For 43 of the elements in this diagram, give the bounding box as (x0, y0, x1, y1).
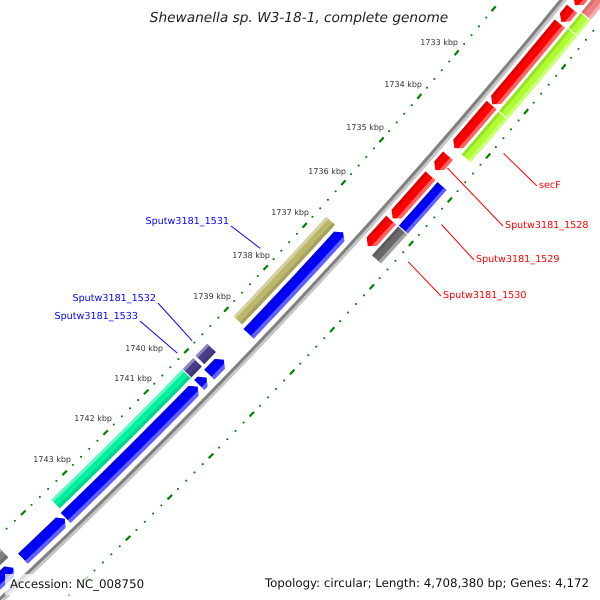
gene-feature (574, 0, 588, 6)
scale-label: 1735 kbp (346, 123, 384, 133)
gene-block (568, 13, 590, 36)
gene-feature (204, 358, 225, 380)
gene-label: Sputw3181_1529 (476, 254, 560, 266)
leader-line (446, 167, 504, 226)
leader-line (441, 224, 474, 260)
gene-block (372, 226, 408, 264)
scale-label: 1740 kbp (125, 344, 163, 354)
gene-block (462, 112, 508, 162)
gene-feature (18, 518, 66, 564)
leader-line (503, 152, 538, 186)
gene-feature (560, 4, 577, 22)
leader-line (230, 226, 261, 249)
scale-label: 1733 kbp (420, 38, 458, 48)
scale-label: 1742 kbp (74, 414, 112, 424)
leader-line (158, 302, 193, 342)
scale-label: 1743 kbp (33, 455, 71, 465)
gene-label: Sputw3181_1528 (505, 220, 588, 232)
gene-feature (434, 151, 453, 170)
gene-block (234, 216, 335, 325)
gene-label: Sputw3181_1530 (443, 290, 526, 302)
gene-block (499, 28, 578, 119)
gene-label: Sputw3181_1531 (146, 216, 229, 228)
gene-label: Sputw3181_1532 (72, 293, 156, 305)
gene-label: secF (539, 180, 561, 192)
map-title: Shewanella sp. W3-18-1, complete genome (150, 10, 448, 26)
gene-block (196, 344, 216, 364)
leader-line (408, 261, 442, 296)
leader-line (140, 320, 178, 354)
gene-label: Sputw3181_1533 (54, 311, 138, 323)
gene-feature (194, 376, 208, 390)
gene-block (398, 182, 447, 234)
scale-label: 1739 kbp (193, 292, 231, 302)
gene-block (0, 548, 8, 566)
scale-label: 1738 kbp (232, 251, 270, 261)
scale-label: 1741 kbp (114, 374, 152, 384)
scale-label: 1736 kbp (308, 167, 346, 177)
genome-summary-text: Topology: circular; Length: 4,708,380 bp; Genes: 4,172 (264, 576, 589, 590)
scale-label: 1734 kbp (384, 80, 422, 90)
scale-label: 1737 kbp (271, 208, 309, 218)
gene-block (51, 370, 191, 508)
gene-block (582, 0, 600, 20)
